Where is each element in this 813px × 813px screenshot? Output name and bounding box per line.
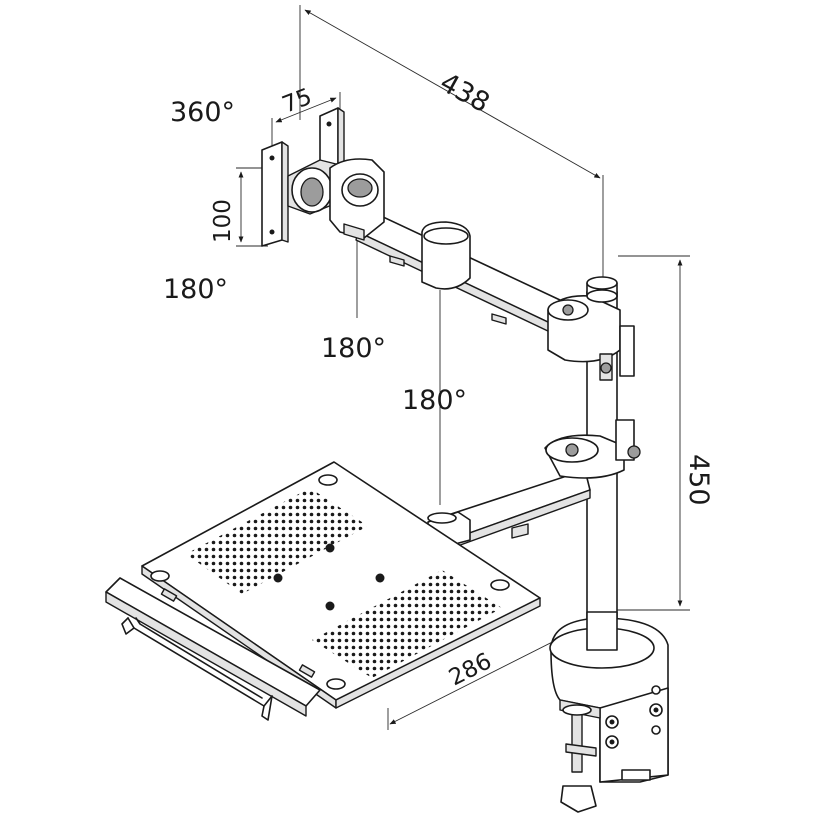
tray-front-lip xyxy=(105,577,321,721)
tilt-180-label: 180° xyxy=(163,274,228,305)
rotation-360-label: 360° xyxy=(170,97,235,128)
upper-arm xyxy=(355,207,561,333)
monitor-head xyxy=(261,107,385,247)
swivel-upper-joint-label: 180° xyxy=(321,333,386,364)
swivel-elbow-label: 180° xyxy=(402,385,467,416)
tray-width-label: 286 xyxy=(445,648,496,691)
lower-arm xyxy=(427,419,641,549)
vesa-horizontal-label: 75 xyxy=(279,84,316,119)
upper-collar xyxy=(547,289,635,381)
vesa-vertical-label: 100 xyxy=(210,199,236,243)
width-total-label: 438 xyxy=(435,67,495,119)
desk-clamp xyxy=(549,611,669,813)
height-total-label: 450 xyxy=(683,454,714,506)
